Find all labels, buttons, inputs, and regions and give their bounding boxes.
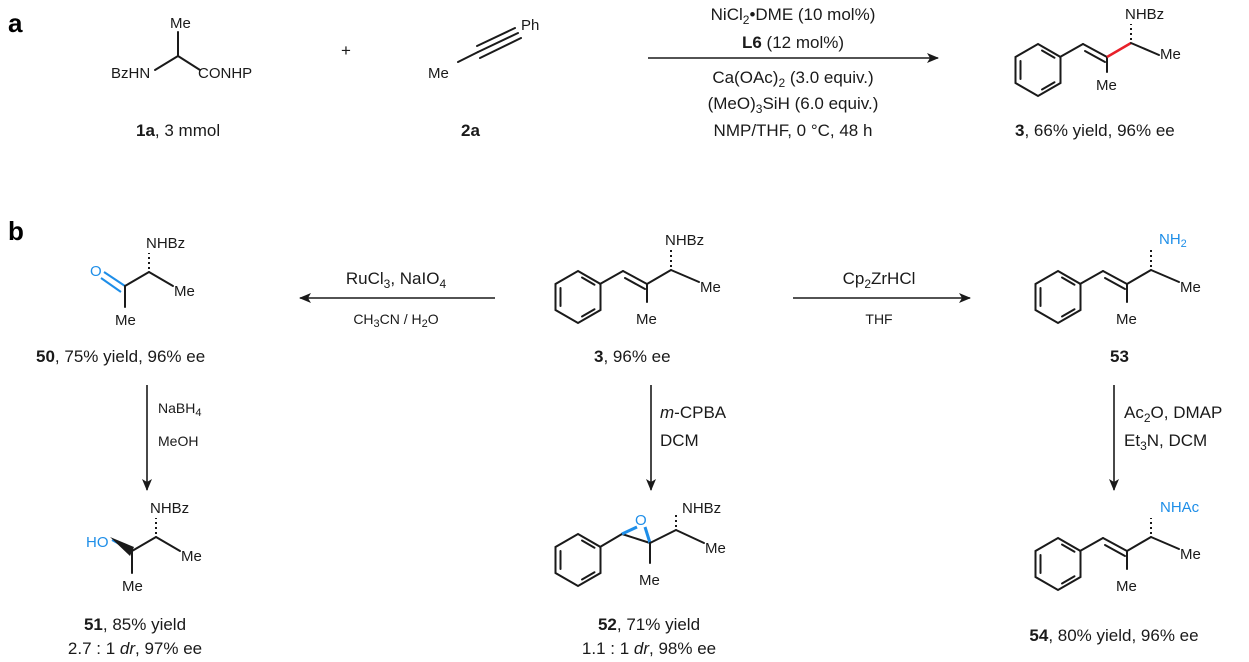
cmpd-50-structure: O NHBz Me Me — [90, 235, 195, 329]
panel-label-b: b — [8, 216, 24, 246]
reactant-2a-structure: Ph Me — [428, 17, 539, 82]
down2-line1: m-CPBA — [660, 403, 727, 422]
down1-line1: NaBH4 — [158, 400, 201, 419]
c52-me2-label: Me — [639, 572, 660, 589]
cmpd-54-structure: NHAc Me Me — [1034, 499, 1201, 595]
cmpd-52-structure: O NHBz Me Me — [554, 500, 726, 589]
c50-o-label: O — [90, 263, 102, 280]
cmpd-51-structure: HO NHBz Me Me — [86, 500, 202, 595]
c51-nhbz-label: NHBz — [150, 500, 189, 517]
reactant-1a-caption: 1a, 3 mmol — [136, 121, 220, 140]
r1-me-label: Me — [170, 15, 191, 32]
c50-nhbz-label: NHBz — [146, 235, 185, 252]
c51-me2-label: Me — [122, 578, 143, 595]
c54-me2-label: Me — [1116, 578, 1137, 595]
c50-me2-label: Me — [115, 312, 136, 329]
product-3-structure: NHBz Me Me — [1014, 6, 1181, 97]
c53-me2-label: Me — [1116, 311, 1137, 328]
left-arrow-line1: RuCl3, NaIO4 — [346, 269, 447, 291]
right-arrow-line2: THF — [865, 311, 892, 327]
c51-me1-label: Me — [181, 548, 202, 565]
r1-bzhn-label: BzHN — [111, 65, 150, 82]
c3-me2-label: Me — [636, 311, 657, 328]
cond-a-line1: NiCl2•DME (10 mol%) — [711, 5, 876, 27]
cmpd-52-dr: 1.1 : 1 dr, 98% ee — [582, 639, 716, 658]
cmpd-53-caption: 53 — [1110, 347, 1129, 366]
reactant-1a-structure: Me BzHN CONHP — [111, 15, 252, 82]
c54-nhac-label: NHAc — [1160, 499, 1200, 516]
down1-line2: MeOH — [158, 433, 198, 449]
cmpd-50-caption: 50, 75% yield, 96% ee — [36, 347, 205, 366]
r1-conhp-label: CONHP — [198, 65, 252, 82]
cond-a-line5: NMP/THF, 0 °C, 48 h — [714, 121, 873, 140]
product-3-caption: 3, 66% yield, 96% ee — [1015, 121, 1175, 140]
p3a-me2-label: Me — [1096, 77, 1117, 94]
down3-line2: Et3N, DCM — [1124, 431, 1207, 453]
cmpd-51-caption: 51, 85% yield — [84, 615, 186, 634]
down2-line2: DCM — [660, 431, 699, 450]
plus-sign: + — [341, 41, 351, 60]
cond-a-line2: L6 (12 mol%) — [742, 33, 844, 52]
c52-o-label: O — [635, 512, 647, 529]
c52-nhbz-label: NHBz — [682, 500, 721, 517]
r2-ph-label: Ph — [521, 17, 539, 34]
right-arrow-line1: Cp2ZrHCl — [843, 269, 916, 291]
c53-nh2-label: NH2 — [1159, 231, 1187, 250]
c54-me1-label: Me — [1180, 546, 1201, 563]
c3-nhbz-label: NHBz — [665, 232, 704, 249]
c53-me1-label: Me — [1180, 279, 1201, 296]
cmpd-52-caption: 52, 71% yield — [598, 615, 700, 634]
cmpd-53-structure: NH2 Me Me — [1034, 231, 1201, 328]
cmpd-54-caption: 54, 80% yield, 96% ee — [1029, 626, 1198, 645]
center-3-structure: NHBz Me Me — [554, 232, 721, 328]
c50-me1-label: Me — [174, 283, 195, 300]
r2-me-label: Me — [428, 65, 449, 82]
reactant-2a-caption: 2a — [461, 121, 480, 140]
cond-a-line4: (MeO)3SiH (6.0 equiv.) — [708, 94, 879, 116]
cmpd-51-dr: 2.7 : 1 dr, 97% ee — [68, 639, 202, 658]
cond-a-line3: Ca(OAc)2 (3.0 equiv.) — [712, 68, 873, 90]
panel-label-a: a — [8, 8, 23, 38]
down3-line1: Ac2O, DMAP — [1124, 403, 1222, 425]
center-3-caption: 3, 96% ee — [594, 347, 671, 366]
left-arrow-line2: CH3CN / H2O — [353, 311, 438, 330]
p3a-me1-label: Me — [1160, 46, 1181, 63]
c3-me1-label: Me — [700, 279, 721, 296]
c52-me1-label: Me — [705, 540, 726, 557]
c51-ho-label: HO — [86, 534, 109, 551]
p3a-nhbz-label: NHBz — [1125, 6, 1164, 23]
